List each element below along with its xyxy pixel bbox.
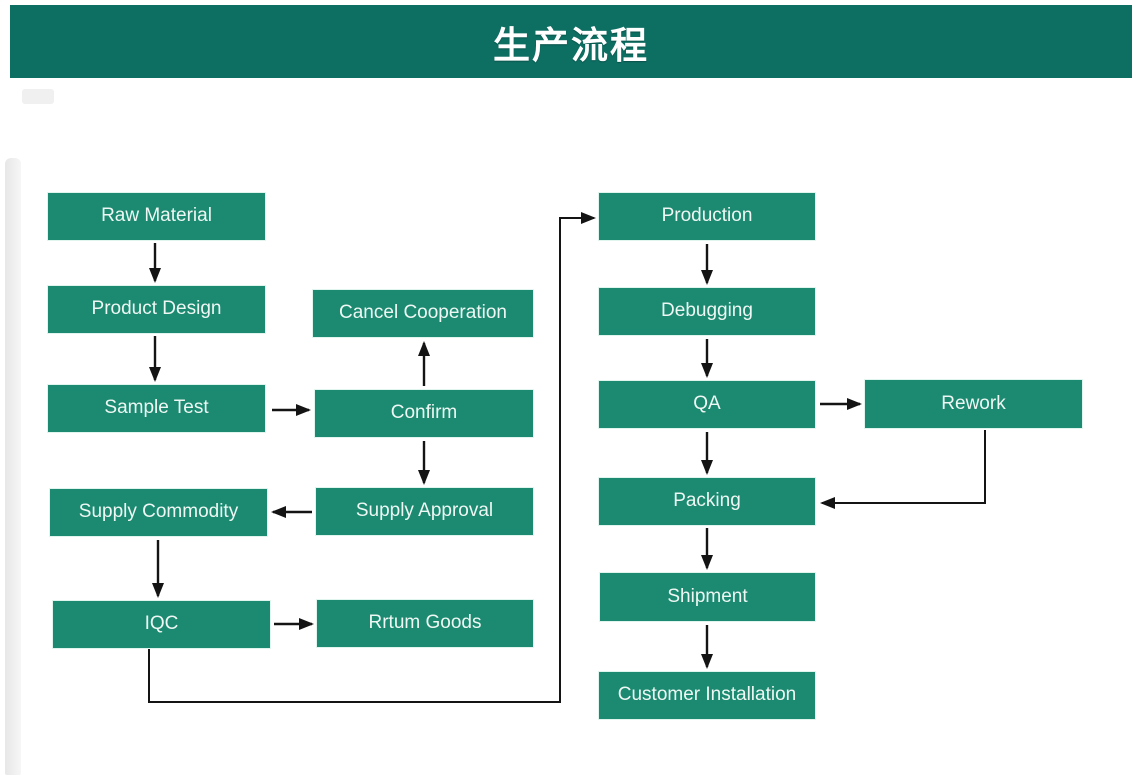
node-sample-test: Sample Test — [48, 385, 265, 432]
page-title: 生产流程 — [493, 24, 649, 66]
node-production: Production — [599, 193, 815, 240]
arrow-rework-to-packing — [820, 430, 986, 509]
node-iqc: IQC — [53, 601, 270, 648]
node-rework: Rework — [865, 380, 1082, 428]
node-shipment: Shipment — [600, 573, 815, 621]
node-confirm: Confirm — [315, 390, 533, 437]
page-header: 生产流程 — [10, 5, 1132, 78]
node-customer-installation: Customer Installation — [599, 672, 815, 719]
node-supply-approval: Supply Approval — [316, 488, 533, 535]
page-edge-smudge — [22, 89, 54, 104]
page-edge-strip — [5, 158, 21, 775]
node-rrtum-goods: Rrtum Goods — [317, 600, 533, 647]
node-product-design: Product Design — [48, 286, 265, 333]
node-raw-material: Raw Material — [48, 193, 265, 240]
node-supply-commodity: Supply Commodity — [50, 489, 267, 536]
node-qa: QA — [599, 381, 815, 428]
node-cancel-cooperation: Cancel Cooperation — [313, 290, 533, 337]
node-packing: Packing — [599, 478, 815, 525]
node-debugging: Debugging — [599, 288, 815, 335]
